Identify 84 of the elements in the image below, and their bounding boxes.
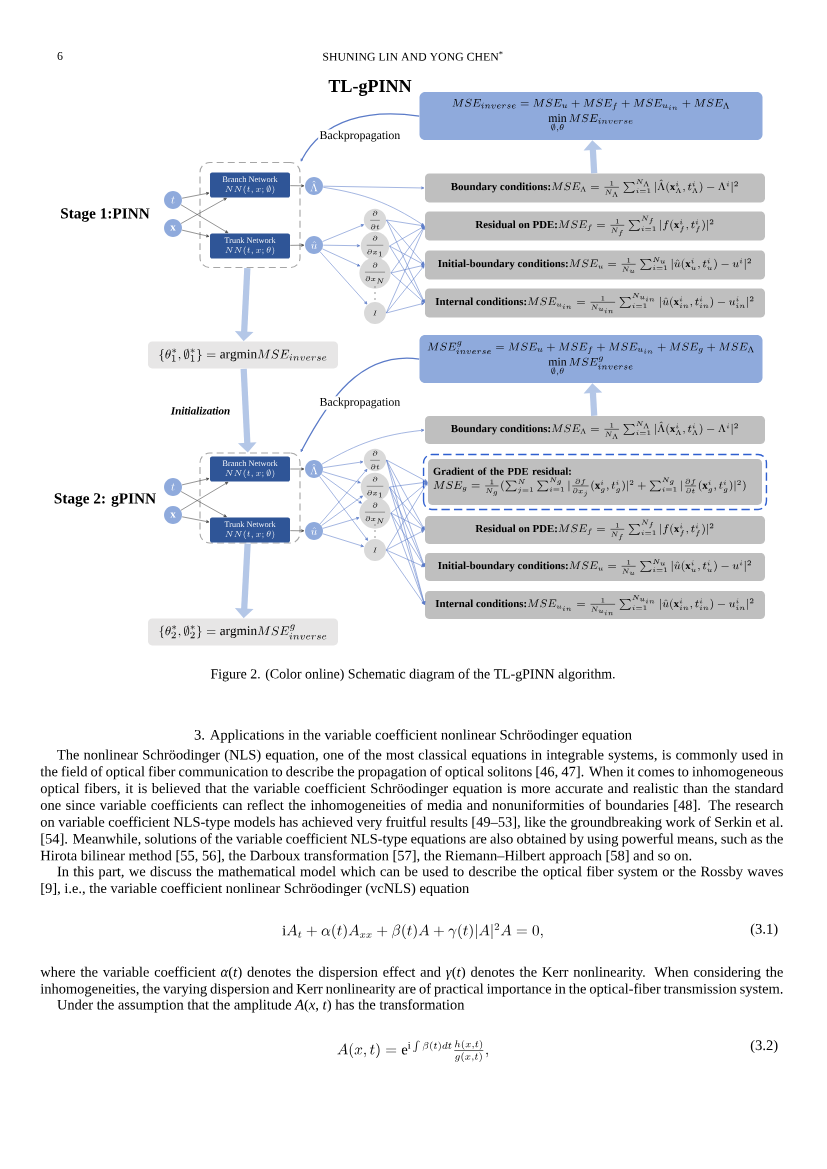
paragraph: The nonlinear Schröodinger (NLS) equation, one of the most classical equations in integrable systems, is commonly used in the field of optical fiber communication to describe the propagation of optical solitons [46, 47]. When it comes to inhomogeneous optical fibers, it is believed that the variable coefficient Schröodinger equation is more accurate and realistic than the standard one since variable coefficients can reflect the inhomogeneities of media and nonuniformities of boundaries [48]. The research on variable coefficient NLS-type models has achieved very fruitful results [49–53], like the groundbreaking work of Serkin et al. [54]. Meanwhile, solutions of the variable coefficient NLS-type equations are also obtained by using powerful means, such as the Hirota bilinear method [55, 56], the Darboux transformation [57], the Riemann–Hilbert approach [58] and so on. [40,749,784,864]
loss-box: $MSE_{inverse}=MSE_u+MSE_f+MSE_{u_{in}}+MSE_{\Lambda}$ $\min\limits_{\emptyset,\theta}MSE_{inverse}$ [419,92,763,140]
network-group-box [199,161,301,269]
arrow [322,460,364,468]
arrow [290,243,305,247]
arrow [322,471,361,484]
arrow [300,113,420,162]
arrow [389,481,428,488]
section-heading: 3. Applications in the variable coefficient nonlinear Schröodinger equation [194,729,632,743]
edge-label: Backpropagation [318,396,402,410]
arrow [322,224,364,242]
arrow [389,245,425,303]
arrow [389,486,425,530]
arrow [390,264,425,274]
arrow [386,459,428,482]
arrow [390,272,425,303]
arrow [321,474,362,504]
network-box: Trunk Network $NN(t,x;\theta)$ [210,233,290,259]
arrow [323,244,361,248]
arrow [180,197,227,224]
arrow [180,204,229,234]
arrow [321,495,363,526]
stage-label: Stage 1:PINN [61,208,150,222]
arrow [322,533,364,548]
figure-caption: Figure 2. (Color online) Schematic diagram of the TL-gPINN algorithm. [210,668,615,682]
edge-label: Backpropagation [318,129,402,143]
arrow [386,219,425,265]
loss-term-box: Gradient of the PDE residual: $MSE_g=\frac{1}{N_g}(\sum_{j=1}^{N}\sum_{i=1}^{N_g}|\frac{\partial f}{\partial x_j}(\mathbf{x}_g^i,t_g^i)|^2+\sum_{i=1}^{N_g}|\frac{\partial f}{\partial t}(\mathbf{x}_g^i,t_g^i)|^2)$ [422,453,768,511]
arrow [181,516,210,523]
arrow [386,265,425,314]
network-group-box [199,452,301,544]
network-box: Branch Network $NN(t,x;\emptyset)$ [210,456,290,482]
arrow [180,481,229,511]
result-box: $\{\theta_2^*,\emptyset_2^*\}=\mathrm{argmin}MSE_{inverse}^g$ [148,618,338,646]
arrow [322,187,425,226]
arrow [300,357,420,453]
arrow [181,229,210,238]
arrow [322,517,360,529]
arrow [386,482,428,551]
arrow [386,549,425,605]
arrow [386,219,425,227]
arrow [319,251,368,305]
paragraph: Under the assumption that the amplitude A(x, t) has the transformation [57,999,465,1013]
arrow [386,302,425,314]
stage-label: Stage 2: gPINN [54,493,156,507]
equation: $A(x,t)=\mathrm{e}^{\mathrm{i}\int\beta(t)dt}\frac{h(x,t)}{g(x,t)},$ [337,1039,488,1062]
arrow [290,184,305,188]
arrow [290,529,305,533]
arrow [386,530,425,551]
arrow [390,512,425,605]
arrow [386,459,425,530]
network-box: Branch Network $NN(t,x;\emptyset)$ [210,172,290,198]
arrow [390,226,425,274]
arrow [390,512,425,530]
diagram-title: TL-gPINN [328,80,412,96]
equation: $\mathrm{i}A_t+\alpha(t)A_{xx}+\beta(t)A+\gamma(t)|A|^2A=0,$ [282,923,543,940]
arrow [390,512,425,567]
arrow [319,476,369,541]
arrow [181,192,210,199]
arrow [390,482,428,514]
node-label: $\frac{\partial}{\partial x_1}$ [366,476,384,498]
node-label: $\frac{\partial}{\partial x_1}$ [366,235,384,257]
result-box: $\{\theta_1^*,\emptyset_1^*\}=\mathrm{argmin}MSE_{inverse}$ [148,341,338,369]
paragraph: where the variable coefficient α(t) denotes the dispersion effect and γ(t) denotes the Kerr nonlinearity. When considering the inhomogeneities, the varying dispersion and Kerr nonlinearity are of practical importance in the optical-fiber transmission system. [40,966,783,997]
arrow [389,486,426,605]
arrow [389,226,425,247]
loss-box: $MSE_{inverse}^g=MSE_u+MSE_f+MSE_{u_{in}}+MSE_g+MSE_{\Lambda}$ $\min\limits_{\emptyset,\theta}MSE_{inverse}^g$ [419,335,763,383]
arrow [386,226,425,314]
arrow [290,467,305,471]
equation-number: (3.2) [750,1039,778,1054]
arrow [389,245,425,265]
arrow [319,468,368,525]
paragraph: In this part, we discuss the mathematical model which can be used to describe the optical fiber system or the Rossby waves [9], i.e., the variable coefficient nonlinear Schröodinger (vcNLS) equation [41,866,783,897]
page-header: SHUNING LIN AND YONG CHEN$^{*}$ [323,51,503,61]
arrow [321,428,425,465]
arrow [323,185,425,190]
arrow [180,491,227,518]
arrow [322,248,361,267]
network-box: Trunk Network $NN(t,x;\theta)$ [210,517,290,543]
edge-label: Initialization [170,406,230,415]
equation-number: (3.1) [750,923,778,937]
arrow [181,477,210,486]
page-header: 6 [57,52,63,60]
arrow [386,549,425,567]
